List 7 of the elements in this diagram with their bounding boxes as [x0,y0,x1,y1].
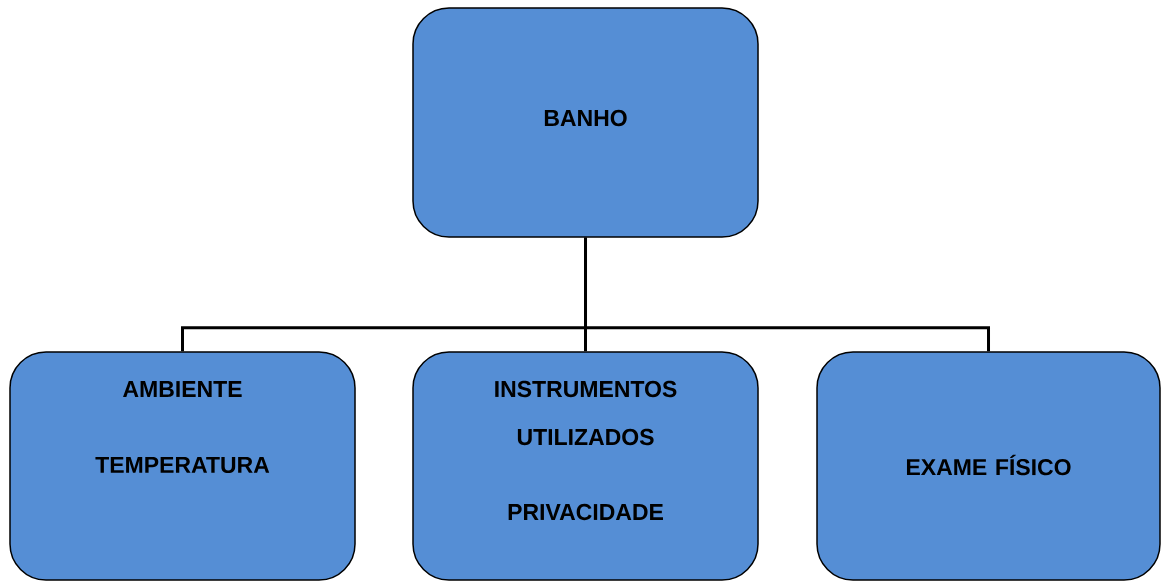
node-text: AMBIENTE [123,381,242,397]
node-text: EXAME FÍSICO [907,454,1071,476]
connector-line [584,237,990,352]
node-text: TEMPERATURA [95,457,270,474]
node-text: INSTRUMENTOS UTILIZADOS [495,380,677,446]
node-text: BANHO [544,109,627,127]
node-text: PRIVACIDADE [508,503,663,521]
